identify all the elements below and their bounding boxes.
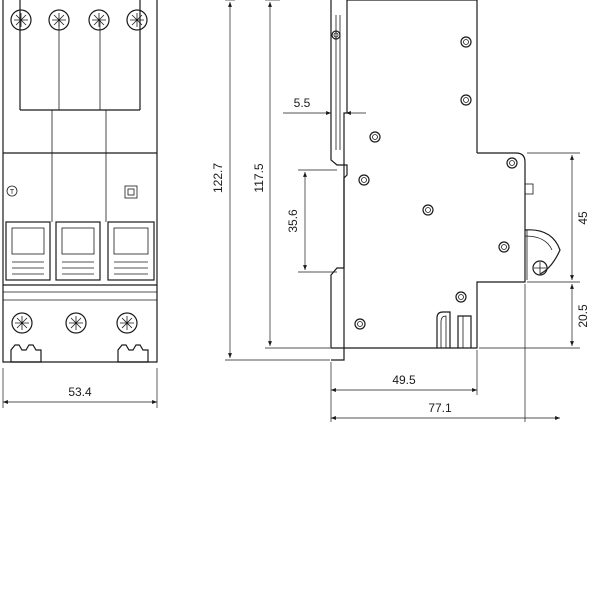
lever-mechanism (524, 229, 561, 280)
side-rivet (506, 157, 518, 169)
side-rivet (460, 94, 472, 106)
toggle-handle-1 (5, 221, 51, 281)
top-screw-3 (88, 9, 110, 31)
toggle-handle-3 (107, 221, 155, 281)
side-rivet (460, 36, 472, 48)
top-screw-4 (126, 9, 148, 31)
side-rivet (422, 204, 434, 216)
top-screw-1 (10, 9, 32, 31)
side-view: 122.7 117.5 5.5 35.6 (211, 0, 590, 422)
side-pin (524, 183, 534, 195)
top-screw-2 (48, 9, 70, 31)
dim-depth-front-text: 49.5 (392, 373, 416, 387)
bottom-screw-3 (116, 312, 138, 334)
test-symbol: T (6, 185, 18, 197)
din-clip-right (117, 344, 149, 363)
terminal-clamp (436, 311, 472, 348)
side-rivet (354, 318, 366, 330)
bottom-screw-2 (65, 312, 87, 334)
bottom-screw-1 (11, 312, 33, 334)
dim-body-height-text: 117.5 (252, 163, 266, 192)
dim-block-text: 45 (576, 211, 590, 225)
front-outline (2, 0, 158, 363)
side-rivet (455, 291, 467, 303)
side-rivet (369, 131, 381, 143)
dim-terminal-text: 20.5 (576, 304, 590, 328)
side-rivet (498, 241, 510, 253)
dim-total-height-text: 122.7 (211, 163, 225, 193)
toggle-handle-2 (55, 221, 101, 281)
dim-rail-text: 35.6 (286, 209, 300, 233)
status-indicator (124, 185, 138, 199)
din-clip-left (10, 344, 42, 363)
dim-step-text: 5.5 (294, 96, 311, 110)
front-view: T (2, 0, 158, 408)
side-rivet (358, 174, 370, 186)
dim-width-text: 53.4 (68, 385, 92, 399)
dim-depth-total-text: 77.1 (428, 401, 452, 415)
side-rivet (331, 30, 341, 40)
svg-text:T: T (10, 189, 15, 196)
